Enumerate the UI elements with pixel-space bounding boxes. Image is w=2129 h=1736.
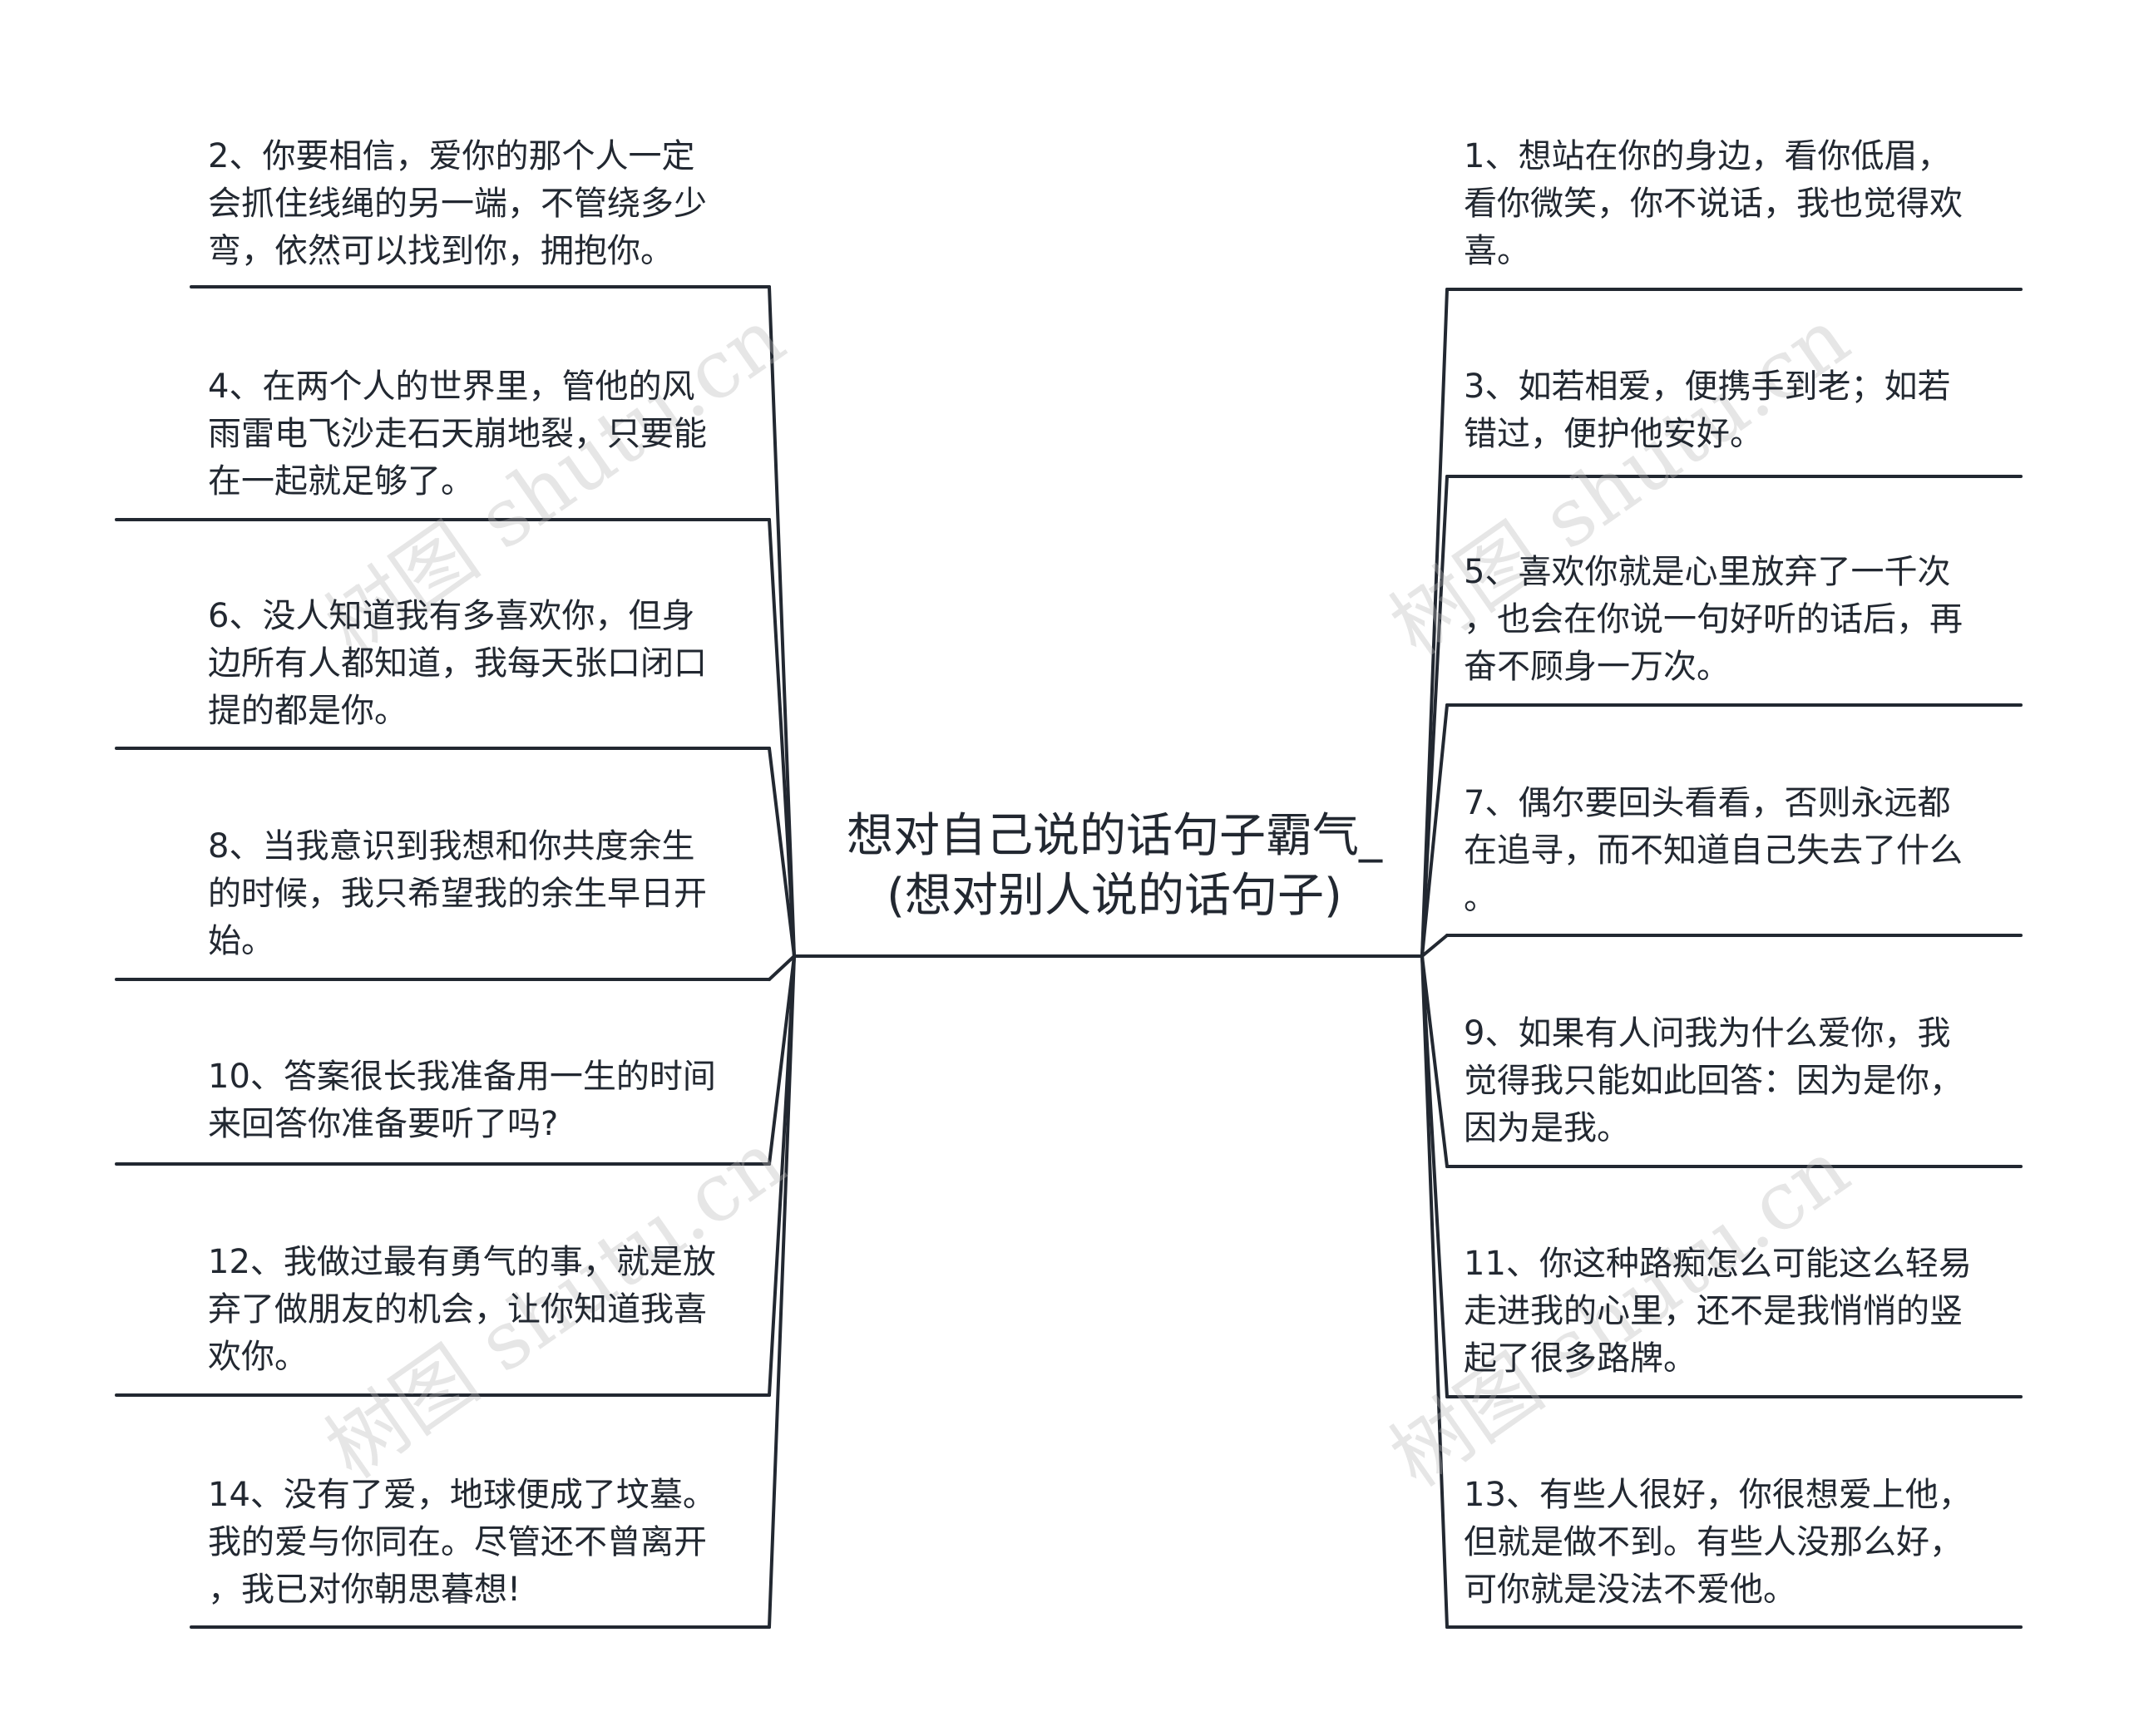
left-node-7[interactable]: 14、没有了爱，地球便成了坟墓。 我的爱与你同在。尽管还不曾离开 ，我已对你朝思… <box>208 1476 716 1609</box>
left-connector-7 <box>768 954 796 1629</box>
left-connector-1 <box>768 285 796 958</box>
right-connector-4 <box>1420 934 1449 958</box>
central-topic-line-1: 想对自己说的话句子霸气_ <box>847 809 1382 863</box>
right-node-2[interactable]: 3、如若相爱，便携手到老；如若 错过，便护他安好。 <box>1464 367 1951 453</box>
left-node-5[interactable]: 10、答案很长我准备用一生的时间 来回答你准备要听了吗? <box>208 1058 716 1143</box>
right-node-4[interactable]: 7、偶尔要回头看看，否则永远都 在追寻，而不知道自己失去了什么 。 <box>1464 784 1963 917</box>
right-node-6[interactable]: 11、你这种路痴怎么可能这么轻易 走进我的心里，还不是我悄悄的竖 起了很多路牌。 <box>1464 1245 1972 1378</box>
central-topic[interactable]: 想对自己说的话句子霸气_ (想对别人说的话句子) <box>823 806 1405 926</box>
left-node-4[interactable]: 8、当我意识到我想和你共度余生 的时候，我只希望我的余生早日开 始。 <box>208 827 707 960</box>
left-node-1[interactable]: 2、你要相信，爱你的那个人一定 会抓住线绳的另一端，不管绕多少 弯，依然可以找到… <box>208 137 707 270</box>
right-node-7[interactable]: 13、有些人很好，你很想爱上他， 但就是做不到。有些人没那么好， 可你就是没法不… <box>1464 1476 1972 1609</box>
left-connector-4 <box>768 954 796 981</box>
left-connector-2 <box>768 518 796 958</box>
left-node-3[interactable]: 6、没人知道我有多喜欢你，但身 边所有人都知道，我每天张口闭口 提的都是你。 <box>208 597 707 730</box>
right-node-1[interactable]: 1、想站在你的身边，看你低眉， 看你微笑，你不说话，我也觉得欢 喜。 <box>1464 137 1963 270</box>
left-node-6[interactable]: 12、我做过最有勇气的事，就是放 弃了做朋友的机会，让你知道我喜 欢你。 <box>208 1243 716 1376</box>
left-node-2[interactable]: 4、在两个人的世界里，管他的风 雨雷电飞沙走石天崩地裂，只要能 在一起就足够了。 <box>208 367 707 501</box>
right-connector-3 <box>1420 703 1449 958</box>
left-connector-3 <box>768 747 796 958</box>
central-topic-line-2: (想对别人说的话句子) <box>887 869 1342 923</box>
right-connector-2 <box>1420 475 1449 958</box>
right-node-3[interactable]: 5、喜欢你就是心里放弃了一千次 ，也会在你说一句好听的话后，再 奋不顾身一万次。 <box>1464 553 1963 686</box>
right-node-5[interactable]: 9、如果有人问我为什么爱你，我 觉得我只能如此回答：因为是你， 因为是我。 <box>1464 1014 1963 1147</box>
right-connector-7 <box>1420 954 1449 1629</box>
left-connector-5 <box>768 954 796 1166</box>
right-connector-5 <box>1420 954 1449 1168</box>
